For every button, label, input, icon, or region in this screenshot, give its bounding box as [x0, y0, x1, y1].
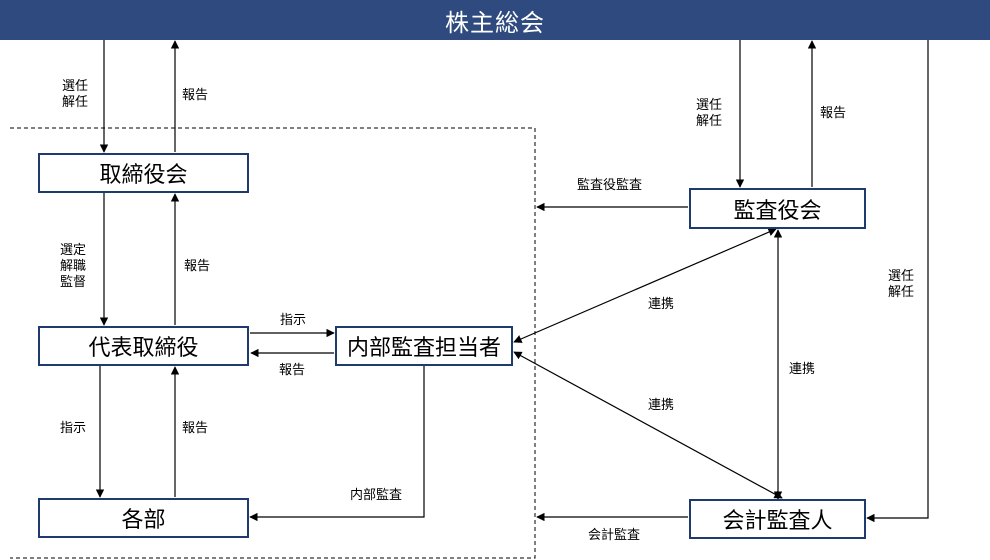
label-ia-ceo-report: 報告	[279, 363, 306, 378]
shareholders-meeting-header: 株主総会	[0, 0, 990, 40]
node-auditors-board: 監査役会	[689, 188, 866, 229]
label-gm-board-elect: 選任 解任	[62, 79, 89, 110]
node-internal-audit: 内部監査担当者	[335, 326, 513, 366]
label-depts-ceo-report: 報告	[182, 421, 209, 436]
node-ceo: 代表取締役	[38, 326, 249, 366]
label-auditors-acct-link: 連携	[789, 362, 816, 377]
arrow-gm-to-accounting	[866, 40, 929, 523]
header-title: 株主総会	[445, 8, 545, 37]
company-boundary	[10, 127, 536, 559]
node-board: 取締役会	[38, 153, 249, 193]
arrow-ia-acct-link	[513, 351, 783, 499]
node-depts: 各部	[38, 498, 249, 538]
label-ceo-depts-instruct: 指示	[60, 421, 87, 436]
label-ceo-board-report: 報告	[184, 259, 211, 274]
label-accounting-audit: 会計監査	[588, 528, 641, 543]
label-ceo-ia-instruct: 指示	[280, 313, 307, 328]
label-ia-acct-link: 連携	[648, 398, 675, 413]
arrow-ia-auditors-link	[513, 228, 777, 343]
label-board-gm-report: 報告	[182, 88, 209, 103]
node-accounting-auditor: 会計監査人	[689, 499, 866, 539]
label-board-ceo-select: 選定 解職 監督	[60, 243, 87, 290]
arrow-ia-to-depts	[249, 364, 425, 522]
label-gm-acct-elect: 選任 解任	[888, 269, 915, 300]
label-auditors-audit: 監査役監査	[577, 178, 643, 193]
label-auditors-gm-report: 報告	[820, 106, 847, 121]
label-ia-depts-audit: 内部監査	[350, 488, 403, 503]
label-gm-auditors-elect: 選任 解任	[696, 98, 723, 129]
label-ia-auditors-link: 連携	[648, 297, 675, 312]
